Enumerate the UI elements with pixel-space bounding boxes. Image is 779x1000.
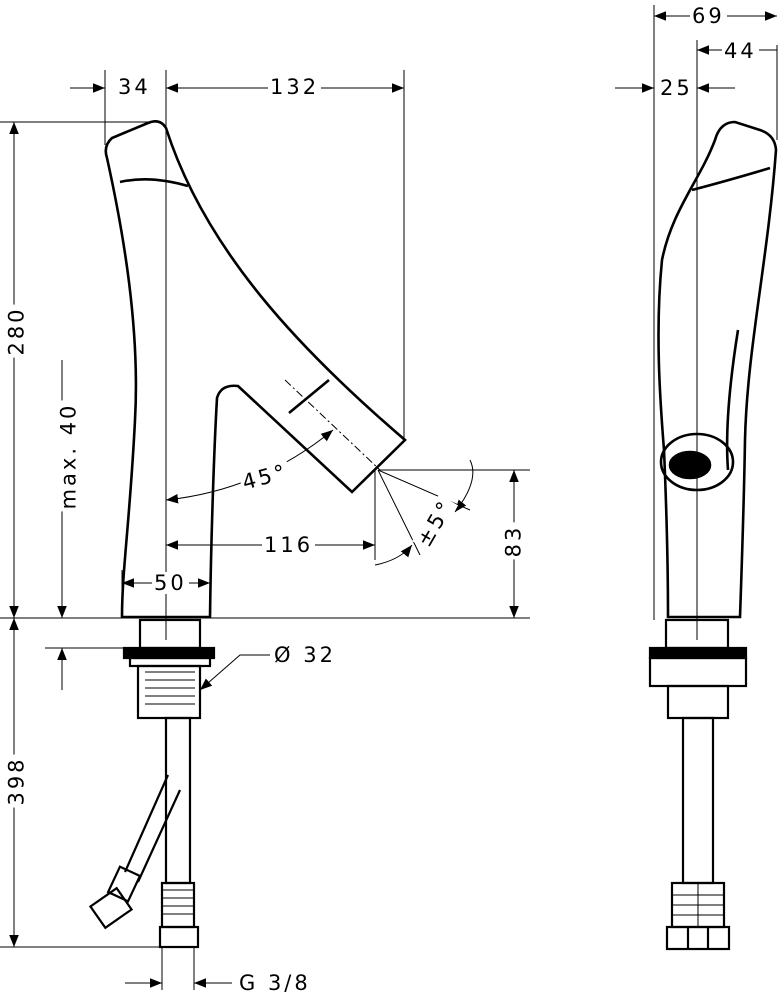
dimension-lines — [0, 11, 777, 990]
dim-50-label: 50 — [152, 571, 189, 595]
dim-83-label: 83 — [501, 522, 526, 560]
faucet-side-body — [657, 120, 778, 619]
dim-280-label: 280 — [4, 304, 29, 358]
front-mount-assembly — [88, 618, 216, 949]
dim-44-label: 44 — [722, 39, 759, 63]
dim-34-label: 34 — [116, 75, 153, 99]
dim-132-label: 132 — [268, 75, 322, 99]
dim-25-label: 25 — [658, 76, 695, 100]
side-mount-assembly — [648, 618, 748, 951]
dim-398-label: 398 — [4, 754, 29, 808]
dim-diameter-32-label: Ø 32 — [272, 643, 338, 667]
dim-max40-label: max. 40 — [56, 400, 81, 512]
faucet-front-body — [104, 120, 407, 619]
dim-69-label: 69 — [690, 4, 727, 28]
dim-g38-label: G 3/8 — [237, 971, 313, 995]
dim-116-label: 116 — [262, 533, 316, 557]
